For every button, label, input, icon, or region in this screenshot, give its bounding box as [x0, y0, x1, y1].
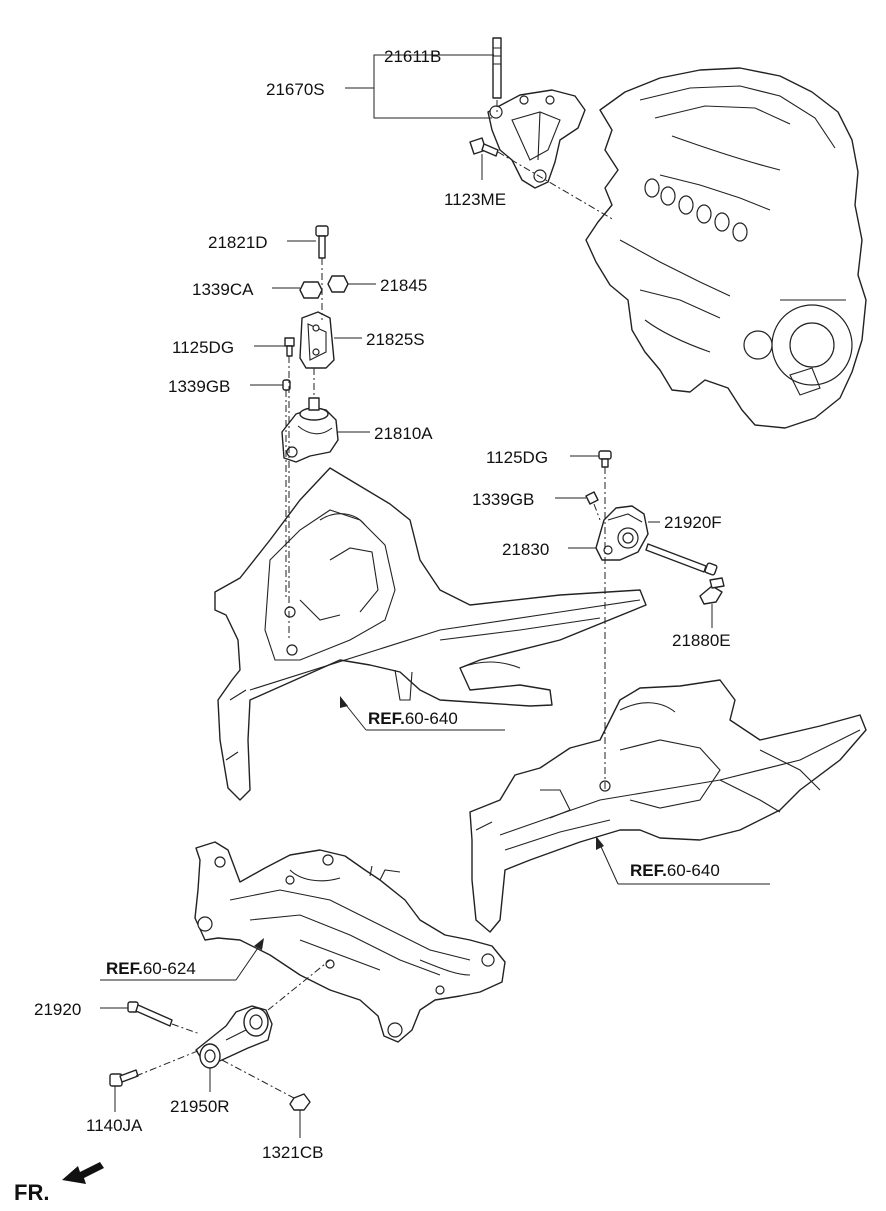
label-21810a: 21810A — [374, 424, 433, 443]
engine-block — [585, 67, 867, 429]
engine-mount-bracket-21670s — [469, 37, 586, 189]
label-21821d: 21821D — [208, 233, 268, 252]
leader-lines — [100, 54, 713, 1138]
front-arrow-icon — [62, 1162, 104, 1184]
ref-lower-prefix: REF. — [630, 861, 667, 880]
label-1339gb-left: 1339GB — [168, 377, 230, 396]
label-1339ca: 1339CA — [192, 280, 254, 299]
ref-subframe-code: 60-624 — [143, 959, 196, 978]
label-1125dg-right: 1125DG — [486, 448, 548, 467]
front-direction-indicator — [62, 1162, 104, 1184]
ref-60-640-lower — [596, 836, 770, 885]
ref-labels: REF.60-640 REF.60-640 REF.60-624 — [106, 709, 720, 978]
ref-60-624 — [100, 938, 264, 981]
label-21825s: 21825S — [366, 330, 425, 349]
ref-upper-code: 60-640 — [405, 709, 458, 728]
ref-lower-code: 60-640 — [667, 861, 720, 880]
label-21670s: 21670S — [266, 80, 325, 99]
label-1125dg-left: 1125DG — [172, 338, 234, 357]
label-1123me: 1123ME — [444, 190, 506, 209]
center-lines — [135, 100, 615, 1099]
label-21920: 21920 — [34, 1000, 81, 1019]
engine-mount-stack-left — [281, 225, 349, 463]
label-1140ja: 1140JA — [86, 1116, 143, 1135]
label-1321cb: 1321CB — [262, 1143, 323, 1162]
label-21830: 21830 — [502, 540, 549, 559]
label-21845: 21845 — [380, 276, 427, 295]
ref-label-lower: REF.60-640 — [630, 861, 720, 880]
label-21611b: 21611B — [384, 47, 441, 66]
subframe-crossmember — [194, 841, 506, 1043]
label-21880e: 21880E — [672, 631, 731, 650]
front-label: FR. — [14, 1180, 49, 1205]
side-member-right — [469, 679, 867, 933]
label-21950r: 21950R — [170, 1097, 230, 1116]
ref-label-subframe: REF.60-624 — [106, 959, 196, 978]
roll-rod-mount-21950r — [109, 1001, 311, 1111]
transmission-mount-group — [585, 450, 725, 605]
label-1339gb-right: 1339GB — [472, 490, 534, 509]
ref-60-640-upper — [340, 696, 505, 731]
ref-subframe-prefix: REF. — [106, 959, 143, 978]
ref-label-upper: REF.60-640 — [368, 709, 458, 728]
ref-upper-prefix: REF. — [368, 709, 405, 728]
side-member-left — [214, 467, 647, 801]
label-21920f: 21920F — [664, 513, 722, 532]
part-labels: 21611B 21670S 1123ME 21821D 1339CA 21845… — [34, 47, 731, 1162]
